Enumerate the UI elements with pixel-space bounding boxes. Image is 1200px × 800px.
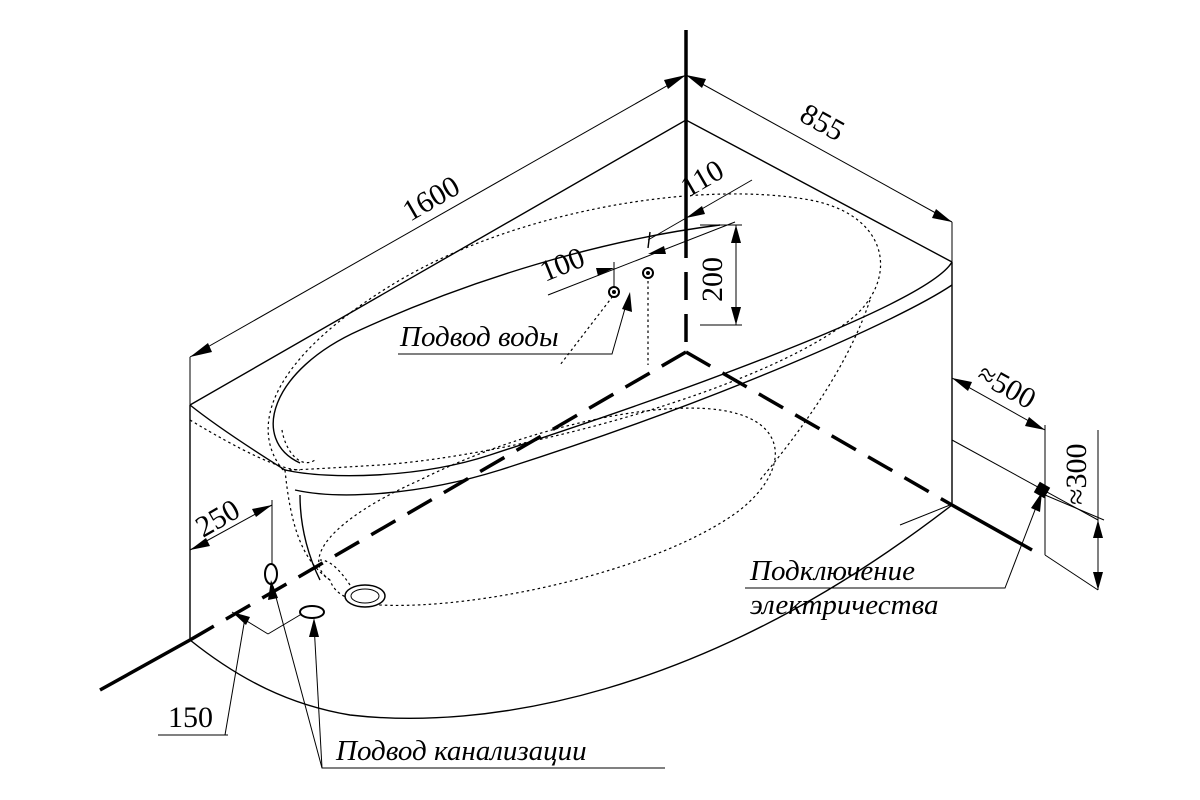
dimension-lines — [158, 74, 1105, 736]
label-sewer: Подвод канализации — [335, 735, 587, 767]
floor-axis-left-solid — [99, 638, 191, 692]
inner-rim-dotted — [267, 193, 882, 471]
bowl-inner-top — [272, 224, 721, 464]
dim-1600-arrow-right — [664, 75, 686, 89]
label-electricity-line1: Подключение — [749, 555, 915, 587]
electric-box-icon — [1033, 481, 1051, 499]
dim-855-line — [685, 74, 953, 223]
dim-110-text: 110 — [675, 154, 730, 205]
apron-bottom — [189, 504, 953, 719]
floor-axis-right-solid — [951, 503, 1033, 552]
rim-front-curve — [284, 261, 953, 477]
dim-300-text: ≈300 — [1060, 444, 1093, 505]
leader-lines — [268, 292, 1042, 769]
floor-axis-left-dashed — [189, 350, 687, 642]
bowl-side-dotted — [284, 469, 331, 581]
spout-icon — [647, 231, 651, 249]
tap-diag-dotted — [559, 291, 617, 366]
leader-water — [398, 297, 629, 355]
dim-100-text: 100 — [535, 241, 589, 288]
bowl-right-dotted — [759, 299, 871, 481]
floor-axis-right-dashed — [685, 350, 953, 507]
dim-200-text: 200 — [696, 257, 729, 302]
dim-500-text: ≈500 — [972, 357, 1042, 416]
dim-150-text: 150 — [168, 701, 213, 734]
rim-front-curve-lower — [294, 284, 953, 496]
drain-icon — [344, 584, 386, 608]
dim-100-line — [547, 221, 736, 296]
label-water-supply: Подвод воды — [399, 321, 559, 353]
callout-labels: Подвод воды Подключение электричества По… — [335, 321, 938, 767]
drain-pipe-dotted — [319, 559, 351, 586]
leader-electricity — [745, 496, 1041, 589]
apron-inner-dotted — [189, 419, 301, 471]
dim-1600-line — [189, 74, 687, 358]
dim-855-text: 855 — [795, 97, 850, 148]
apron-front-fold — [299, 494, 321, 581]
sewer-outlet-2-icon — [299, 605, 325, 619]
overflow-icon — [281, 429, 316, 464]
dim-1600-arrow-left — [190, 343, 212, 357]
rim-left-edge — [189, 404, 286, 471]
fixtures — [264, 231, 1051, 619]
label-electricity-line2: электричества — [750, 589, 938, 621]
dim-250-text: 250 — [190, 493, 245, 544]
bowl-bottom-dotted — [318, 407, 776, 607]
hidden-lines — [189, 193, 882, 607]
